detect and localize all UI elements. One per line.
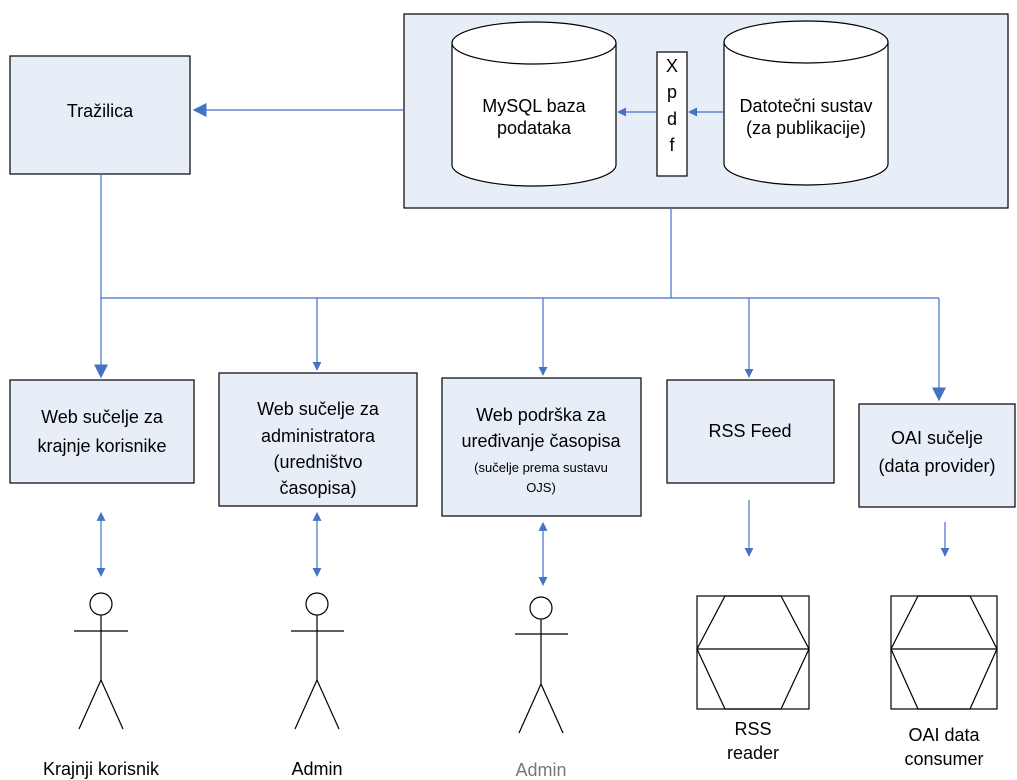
xpdf-letter: p bbox=[667, 82, 677, 102]
web-ojs-label: Web podrška za bbox=[476, 405, 607, 425]
hexagon-device-icon bbox=[696, 595, 810, 710]
actor-label-admin: Admin bbox=[291, 759, 342, 779]
web-ojs-small-label: OJS) bbox=[526, 480, 556, 495]
web-admin-box: Web sučelje za administratora (uredništv… bbox=[218, 372, 418, 507]
mysql-database-cylinder: MySQL baza podataka bbox=[451, 21, 617, 187]
consumer-label-rss: reader bbox=[727, 743, 779, 763]
web-ojs-small-label: (sučelje prema sustavu bbox=[474, 460, 608, 475]
stick-figure-icon bbox=[515, 596, 568, 734]
mysql-db-label-line1: MySQL baza bbox=[482, 96, 586, 116]
oai-interface-label: (data provider) bbox=[878, 456, 995, 476]
stick-figure-icon bbox=[74, 592, 128, 730]
xpdf-letter: f bbox=[669, 135, 675, 155]
hexagon-device-icon bbox=[890, 595, 998, 710]
web-end-users-label: krajnje korisnike bbox=[37, 436, 166, 456]
search-engine-label: Tražilica bbox=[67, 101, 134, 121]
oai-interface-label: OAI sučelje bbox=[891, 428, 983, 448]
mysql-db-label-line2: podataka bbox=[497, 118, 572, 138]
xpdf-letter: X bbox=[666, 56, 678, 76]
stick-figure-icon bbox=[291, 592, 344, 730]
web-ojs-support-box: Web podrška za uređivanje časopisa (suče… bbox=[441, 377, 642, 517]
web-admin-label: Web sučelje za bbox=[257, 399, 380, 419]
consumer-label-oai: consumer bbox=[904, 749, 983, 769]
xpdf-converter-box: X p d f bbox=[656, 51, 688, 177]
file-system-cylinder: Datotečni sustav (za publikacije) bbox=[723, 20, 889, 186]
oai-interface-box: OAI sučelje (data provider) bbox=[858, 403, 1016, 508]
web-admin-label: (uredništvo bbox=[273, 452, 362, 472]
consumer-label-oai: OAI data bbox=[908, 725, 980, 745]
search-engine-box bbox=[9, 55, 191, 175]
web-admin-label: časopisa) bbox=[279, 478, 356, 498]
rss-feed-box: RSS Feed bbox=[666, 379, 835, 484]
consumer-label-rss: RSS bbox=[734, 719, 771, 739]
rss-feed-label: RSS Feed bbox=[708, 421, 791, 441]
actor-label-admin-ojs: Admin bbox=[515, 760, 566, 780]
web-ojs-label: uređivanje časopisa bbox=[461, 431, 621, 451]
actor-label-end-user: Krajnji korisnik bbox=[43, 759, 160, 779]
web-end-users-box: Web sučelje za krajnje korisnike bbox=[9, 379, 195, 484]
web-end-users-label: Web sučelje za bbox=[41, 407, 164, 427]
web-admin-label: administratora bbox=[261, 426, 376, 446]
file-system-label-line2: (za publikacije) bbox=[746, 118, 866, 138]
xpdf-letter: d bbox=[667, 109, 677, 129]
file-system-label-line1: Datotečni sustav bbox=[739, 96, 872, 116]
